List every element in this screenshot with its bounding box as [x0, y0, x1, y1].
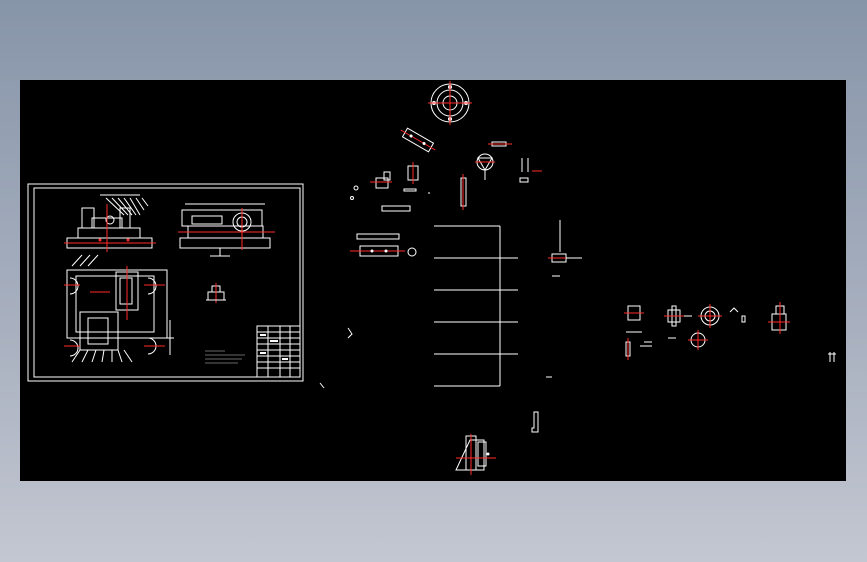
- tiny-symbol: [828, 352, 836, 362]
- sleeve-part: [624, 305, 652, 360]
- assembly-drawing-sheet[interactable]: [27, 183, 304, 382]
- block-diagram[interactable]: [434, 220, 582, 387]
- bushing-part: [640, 305, 692, 347]
- flange-part-view[interactable]: [428, 81, 472, 125]
- cad-canvas[interactable]: [20, 80, 846, 481]
- angled-pin-part: [400, 127, 436, 153]
- small-mark: [319, 382, 325, 389]
- clamp-part: [350, 162, 430, 212]
- cad-model-space[interactable]: [20, 80, 846, 481]
- top-view: [64, 254, 174, 363]
- shaft-part: [488, 141, 512, 147]
- detail-view: [206, 283, 226, 303]
- sheet-outer-border: [27, 183, 304, 382]
- side-view: [178, 203, 275, 257]
- spring-part: [347, 327, 353, 339]
- sheet-inner-border: [33, 187, 301, 378]
- small-parts-group[interactable]: [624, 302, 836, 362]
- cone-part: [475, 153, 495, 180]
- pin-part: [460, 174, 467, 210]
- technical-notes: [205, 350, 245, 364]
- ring-part: [688, 304, 746, 350]
- title-block: [256, 325, 301, 378]
- rail-part: [350, 233, 417, 257]
- bolt-part: [519, 158, 542, 183]
- front-view: [64, 194, 156, 252]
- bracket-part-view[interactable]: [455, 411, 539, 475]
- block-part: [768, 302, 790, 334]
- scattered-parts[interactable]: [319, 126, 542, 389]
